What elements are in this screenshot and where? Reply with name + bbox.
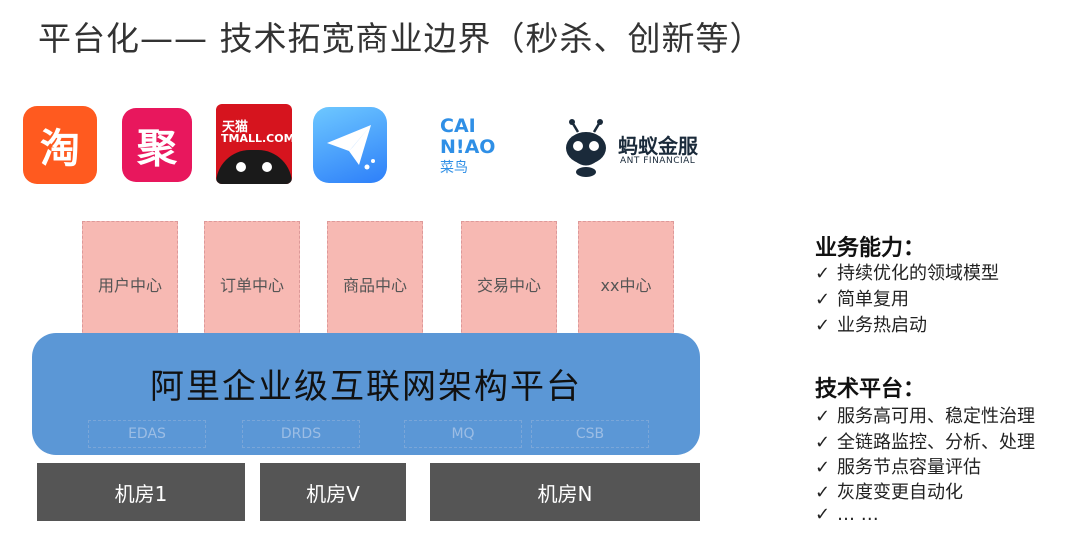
ant-cn-text: 蚂蚁金服 [618,134,698,158]
tech-item: ✓ 全链路监控、分析、处理 [815,428,1035,454]
check-icon: ✓ [815,263,831,284]
cainiao-cn-text: 菜鸟 [440,160,468,176]
tech-item: ✓ … … [815,504,879,525]
check-icon: ✓ [815,406,831,427]
check-icon: ✓ [815,315,831,336]
tmall-cat-eye-icon [262,162,272,172]
service-product-center: 商品中心 [327,221,423,347]
business-item-text: 简单复用 [837,289,909,310]
service-user-center: 用户中心 [82,221,178,347]
dingtalk-logo [313,107,387,183]
tech-item: ✓ 服务高可用、稳定性治理 [815,402,1035,428]
service-order-center: 订单中心 [204,221,300,347]
middleware-edas: EDAS [88,420,206,448]
cainiao-text-2: N!AO [440,136,496,158]
middleware-drds: DRDS [242,420,360,448]
check-icon: ✓ [815,289,831,310]
tech-item-text: 服务节点容量评估 [837,457,981,478]
tech-item: ✓ 服务节点容量评估 [815,453,981,479]
taobao-logo: 淘 [23,106,97,184]
cainiao-logo: CAI N!AO 菜鸟 [440,116,520,182]
juhuasuan-logo: 聚 [122,108,192,182]
tmall-cat-eye-icon [236,162,246,172]
middleware-csb: CSB [531,420,649,448]
ant-en-text: ANT FINANCIAL [620,156,696,166]
ju-logo-text: 聚 [137,126,177,172]
ant-financial-logo: 蚂蚁金服 ANT FINANCIAL [560,118,710,178]
business-item-text: 业务热启动 [837,315,927,336]
check-icon: ✓ [815,457,831,478]
business-item: ✓ 简单复用 [815,285,909,311]
check-icon: ✓ [815,504,831,525]
tech-heading: 技术平台： [815,377,926,402]
check-icon: ✓ [815,482,831,503]
tmall-logo: 天猫 TMALL.COM [216,104,292,184]
tech-item-text: 全链路监控、分析、处理 [837,432,1035,453]
tech-item-text: 灰度变更自动化 [837,482,963,503]
tmall-cat-head-icon [216,150,292,184]
tmall-cn-text: 天猫 [222,120,249,135]
tech-item-text: … … [837,504,879,525]
middleware-mq: MQ [404,420,522,448]
check-icon: ✓ [815,432,831,453]
taobao-logo-text: 淘 [40,126,80,172]
business-item: ✓ 持续优化的领域模型 [815,259,999,285]
business-item-text: 持续优化的领域模型 [837,263,999,284]
paper-plane-icon [327,125,375,170]
page-title: 平台化—— 技术拓宽商业边界（秒杀、创新等） [38,19,764,58]
room-n: 机房N [430,463,700,521]
tmall-en-text: TMALL.COM [221,132,292,145]
platform-block: 阿里企业级互联网架构平台 [32,333,700,455]
ant-icon [566,119,606,177]
room-v: 机房V [260,463,406,521]
business-item: ✓ 业务热启动 [815,311,927,337]
tech-item-text: 服务高可用、稳定性治理 [837,406,1035,427]
service-trade-center: 交易中心 [461,221,557,347]
service-xx-center: xx中心 [578,221,674,347]
platform-title: 阿里企业级互联网架构平台 [150,367,582,407]
cainiao-text-1: CAI [440,115,476,137]
room-1: 机房1 [37,463,245,521]
tech-item: ✓ 灰度变更自动化 [815,478,963,504]
business-heading: 业务能力： [815,236,926,261]
